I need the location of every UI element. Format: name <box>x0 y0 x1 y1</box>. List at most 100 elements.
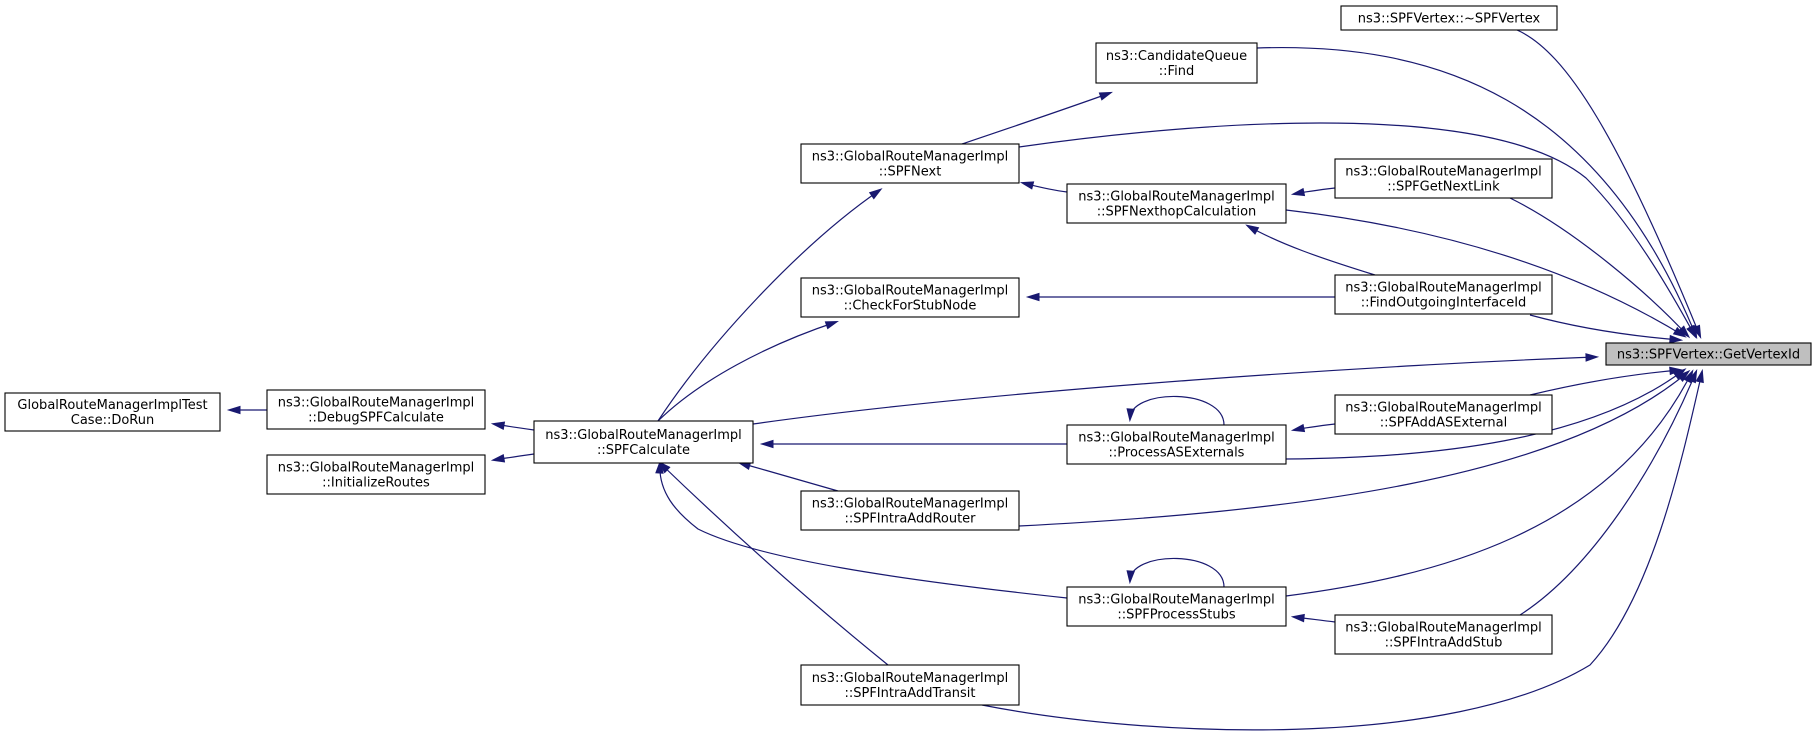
arrowhead <box>226 405 241 415</box>
node-box <box>1334 394 1553 435</box>
edge-line <box>1529 369 1681 396</box>
node-box <box>266 454 486 495</box>
edge-spfnext-to-getvertexid <box>1018 122 1697 339</box>
node-spfcalculate[interactable]: ns3::GlobalRouteManagerImpl::SPFCalculat… <box>533 420 754 464</box>
edge-line <box>1129 395 1225 426</box>
arrowhead <box>490 421 506 430</box>
arrowhead <box>824 320 839 330</box>
node-spfprocessstubs[interactable]: ns3::GlobalRouteManagerImpl::SPFProcessS… <box>1066 586 1287 627</box>
node-initializeroutes[interactable]: ns3::GlobalRouteManagerImpl::InitializeR… <box>266 454 486 495</box>
edge-line <box>961 92 1111 145</box>
node-spfaddasexternal[interactable]: ns3::GlobalRouteManagerImpl::SPFAddASExt… <box>1334 394 1553 435</box>
edge-spfcalc-to-stubnode <box>657 320 839 422</box>
arrowhead <box>1695 368 1704 384</box>
edge-getnextlink-to-nexthop <box>1290 187 1336 197</box>
edge-line <box>752 356 1597 425</box>
edge-outiface-to-stubnode <box>1025 292 1335 302</box>
edge-addasext-to-asext <box>1290 423 1336 433</box>
node-spfintraaddrouter[interactable]: ns3::GlobalRouteManagerImpl::SPFIntraAdd… <box>800 490 1020 531</box>
edge-line <box>1516 29 1701 337</box>
edge-line <box>1256 46 1697 337</box>
node-label-line: ::ProcessASExternals <box>1109 446 1245 461</box>
node-box <box>4 392 221 432</box>
node-label-line: ns3::SPFVertex::~SPFVertex <box>1358 12 1541 27</box>
arrowhead <box>1290 423 1306 433</box>
node-label-line: ::Find <box>1159 64 1194 79</box>
node-box <box>1605 342 1812 366</box>
node-label-line: ::SPFIntraAddTransit <box>844 686 975 701</box>
node-box <box>800 664 1020 706</box>
node-debugspfcalculate[interactable]: ns3::GlobalRouteManagerImpl::DebugSPFCal… <box>266 389 486 430</box>
arrowhead <box>1687 369 1698 384</box>
node-label-line: ::CheckForStubNode <box>844 299 977 314</box>
node-spfnext[interactable]: ns3::GlobalRouteManagerImpl::SPFNext <box>800 143 1020 184</box>
node-box <box>1334 614 1553 655</box>
node-label-line: ns3::GlobalRouteManagerImpl <box>1345 281 1542 296</box>
edge-line <box>659 462 1068 599</box>
node-label-line: ns3::GlobalRouteManagerImpl <box>1078 431 1275 446</box>
arrowhead <box>1686 324 1697 339</box>
node-checkforstubnode[interactable]: ns3::GlobalRouteManagerImpl::CheckForStu… <box>800 277 1020 318</box>
arrowhead <box>1126 570 1136 585</box>
node-spfintraaddstub[interactable]: ns3::GlobalRouteManagerImpl::SPFIntraAdd… <box>1334 614 1553 655</box>
arrowhead <box>1669 334 1684 344</box>
node-box <box>1066 586 1287 627</box>
node-label-line: ::DebugSPFCalculate <box>308 411 444 426</box>
edge-line <box>1129 557 1225 588</box>
node-box <box>1340 5 1558 31</box>
node-box <box>1066 424 1287 465</box>
node-spfgetnextlink[interactable]: ns3::GlobalRouteManagerImpl::SPFGetNextL… <box>1334 158 1553 199</box>
edge-outiface-to-getvertexid <box>1529 314 1684 344</box>
node-spfnexthopcalculation[interactable]: ns3::GlobalRouteManagerImpl::SPFNexthopC… <box>1066 183 1287 224</box>
node-label-line: GlobalRouteManagerImplTest <box>17 398 207 413</box>
edge-line <box>657 189 881 422</box>
arrowhead <box>657 460 671 474</box>
node-label-line: ::SPFProcessStubs <box>1117 608 1235 623</box>
node-label-line: ns3::SPFVertex::GetVertexId <box>1617 348 1800 363</box>
node-box <box>800 143 1020 184</box>
edge-debugspf-to-testrun <box>226 405 267 415</box>
node-processasexternals[interactable]: ns3::GlobalRouteManagerImpl::ProcessASEx… <box>1066 424 1287 465</box>
node-candidatequeue-find[interactable]: ns3::CandidateQueue::Find <box>1095 42 1258 84</box>
edge-line <box>1519 371 1697 616</box>
edge-spfcalc-to-initroutes <box>490 453 535 463</box>
edge-getnextlink-to-getvertexid <box>1509 197 1691 339</box>
node-label-line: ::SPFAddASExternal <box>1380 416 1507 431</box>
edge-inttransit-to-getvertexid <box>981 368 1704 731</box>
node-box <box>533 420 754 464</box>
edge-intstub-to-stubs <box>1290 613 1336 623</box>
node-label-line: ns3::GlobalRouteManagerImpl <box>1078 190 1275 205</box>
node-label-line: ns3::GlobalRouteManagerImpl <box>812 284 1009 299</box>
nodes-layer: ns3::SPFVertex::GetVertexId ns3::SPFVerte… <box>4 5 1812 706</box>
node-label-line: ns3::GlobalRouteManagerImpl <box>278 396 475 411</box>
node-label-line: ns3::GlobalRouteManagerImpl <box>1345 165 1542 180</box>
arrowhead <box>1672 326 1687 338</box>
node-label-line: ns3::GlobalRouteManagerImpl <box>812 497 1009 512</box>
node-spfvertex-destructor[interactable]: ns3::SPFVertex::~SPFVertex <box>1340 5 1558 31</box>
node-box <box>1095 42 1258 84</box>
edge-asext-to-asext <box>1126 395 1225 426</box>
edge-nexthop-to-spfnext <box>1019 181 1068 193</box>
node-box <box>266 389 486 430</box>
node-label-line: ns3::GlobalRouteManagerImpl <box>1345 621 1542 636</box>
edge-nexthop-to-getvertexid <box>1285 209 1687 338</box>
node-findoutgoinginterfaceid[interactable]: ns3::GlobalRouteManagerImpl::FindOutgoin… <box>1334 274 1553 315</box>
edge-line <box>981 371 1703 731</box>
node-label-line: ns3::GlobalRouteManagerImpl <box>1078 593 1275 608</box>
edge-spfcalc-to-getvertexid <box>752 353 1600 425</box>
arrowhead <box>868 188 883 200</box>
edge-line <box>1285 369 1685 460</box>
node-spfintraaddtransit[interactable]: ns3::GlobalRouteManagerImpl::SPFIntraAdd… <box>800 664 1020 706</box>
node-spfvertex-getvertexid[interactable]: ns3::SPFVertex::GetVertexId <box>1605 342 1812 366</box>
arrowhead <box>1290 187 1306 197</box>
node-label-line: ns3::CandidateQueue <box>1106 49 1247 64</box>
edge-stubs-to-stubs <box>1126 557 1225 588</box>
arrowhead <box>1025 292 1040 302</box>
node-label-line: ::FindOutgoingInterfaceId <box>1361 296 1527 311</box>
edge-addasext-to-getvertexid <box>1529 366 1684 396</box>
edge-line <box>657 321 837 422</box>
node-label-line: ::SPFIntraAddRouter <box>844 512 976 527</box>
arrowhead <box>1585 353 1600 362</box>
arrowhead <box>490 454 506 463</box>
